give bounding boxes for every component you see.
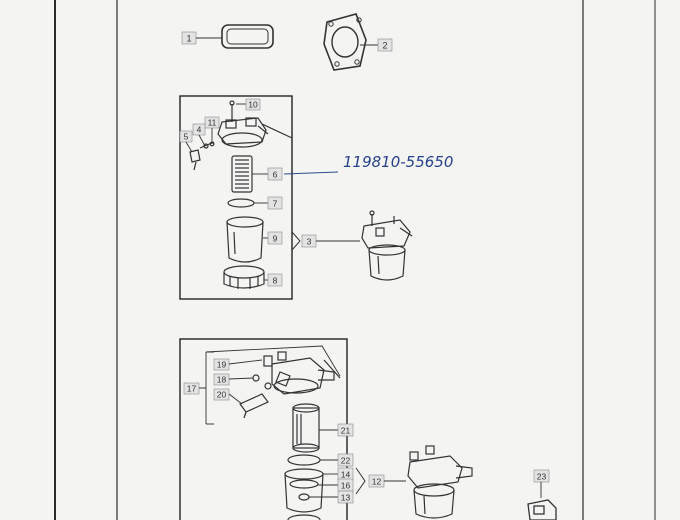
lower-filter-assembled xyxy=(407,445,473,519)
callout-16-label: 16 xyxy=(341,481,351,491)
callout-6: 6 xyxy=(252,167,339,181)
callout-16: 16 xyxy=(318,478,354,492)
callout-10-label: 10 xyxy=(248,100,258,110)
bracket-17-top xyxy=(205,345,341,377)
callout-9-label: 9 xyxy=(273,234,278,244)
callout-2-label: 2 xyxy=(382,41,387,51)
page-frame xyxy=(54,0,656,520)
callout-21-label: 21 xyxy=(341,426,351,436)
callout-4: 4 xyxy=(192,123,206,147)
lower-filter-bowl xyxy=(284,468,324,520)
callout-1-label: 1 xyxy=(186,34,191,44)
callout-1: 1 xyxy=(181,31,222,45)
callout-20-label: 20 xyxy=(217,390,227,400)
callout-19-label: 19 xyxy=(217,360,227,370)
callout-2: 2 xyxy=(360,38,393,52)
callout-12: 12 xyxy=(355,467,406,495)
callout-11-label: 11 xyxy=(208,118,217,128)
callout-7: 7 xyxy=(254,196,283,210)
filter-assembly-box-upper xyxy=(179,95,293,300)
callout-8-label: 8 xyxy=(273,276,278,286)
callout-10: 10 xyxy=(236,98,261,111)
callout-7-label: 7 xyxy=(273,199,278,209)
callout-17: 17 xyxy=(183,351,214,425)
callout-22: 22 xyxy=(320,453,354,467)
callout-19: 19 xyxy=(213,358,263,371)
callout-9: 9 xyxy=(263,231,283,245)
callout-11: 11 xyxy=(204,116,220,144)
callout-12-label: 12 xyxy=(372,477,382,487)
part-23-bracket xyxy=(527,499,557,520)
part-1-gasket xyxy=(221,24,274,49)
callout-3-label: 3 xyxy=(307,237,312,247)
upper-ring-nut xyxy=(223,265,265,289)
upper-filter-element xyxy=(231,155,253,193)
callout-13: 13 xyxy=(309,490,354,504)
lower-filter-head xyxy=(263,351,341,395)
callout-5-label: 5 xyxy=(184,132,189,142)
upper-filter-head xyxy=(217,100,293,148)
callout-14-label: 14 xyxy=(341,470,351,480)
upper-drain-valve xyxy=(189,141,215,171)
lower-o-ring xyxy=(287,454,321,466)
callout-20: 20 xyxy=(213,388,243,405)
lower-filter-element xyxy=(292,403,320,453)
callout-8: 8 xyxy=(264,273,283,287)
upper-filter-assembled xyxy=(361,210,413,281)
part-2-flange-gasket xyxy=(323,13,367,71)
callout-14: 14 xyxy=(323,467,354,481)
callout-3: 3 xyxy=(291,231,360,251)
upper-filter-bowl xyxy=(226,216,264,263)
callout-21: 21 xyxy=(319,423,354,437)
callout-18-label: 18 xyxy=(217,375,227,385)
callout-4-label: 4 xyxy=(197,125,202,135)
callout-23: 23 xyxy=(533,469,550,498)
callout-13-label: 13 xyxy=(341,493,351,503)
callout-23-label: 23 xyxy=(537,472,547,482)
upper-o-ring xyxy=(227,198,255,208)
callout-6-label: 6 xyxy=(273,170,278,180)
lower-drain-valve xyxy=(239,374,272,419)
callout-22-label: 22 xyxy=(341,456,351,466)
callout-5: 5 xyxy=(179,130,193,153)
handwritten-part-number: 119810-55650 xyxy=(343,153,453,171)
callout-18: 18 xyxy=(213,373,254,386)
callout-17-label: 17 xyxy=(187,384,197,394)
